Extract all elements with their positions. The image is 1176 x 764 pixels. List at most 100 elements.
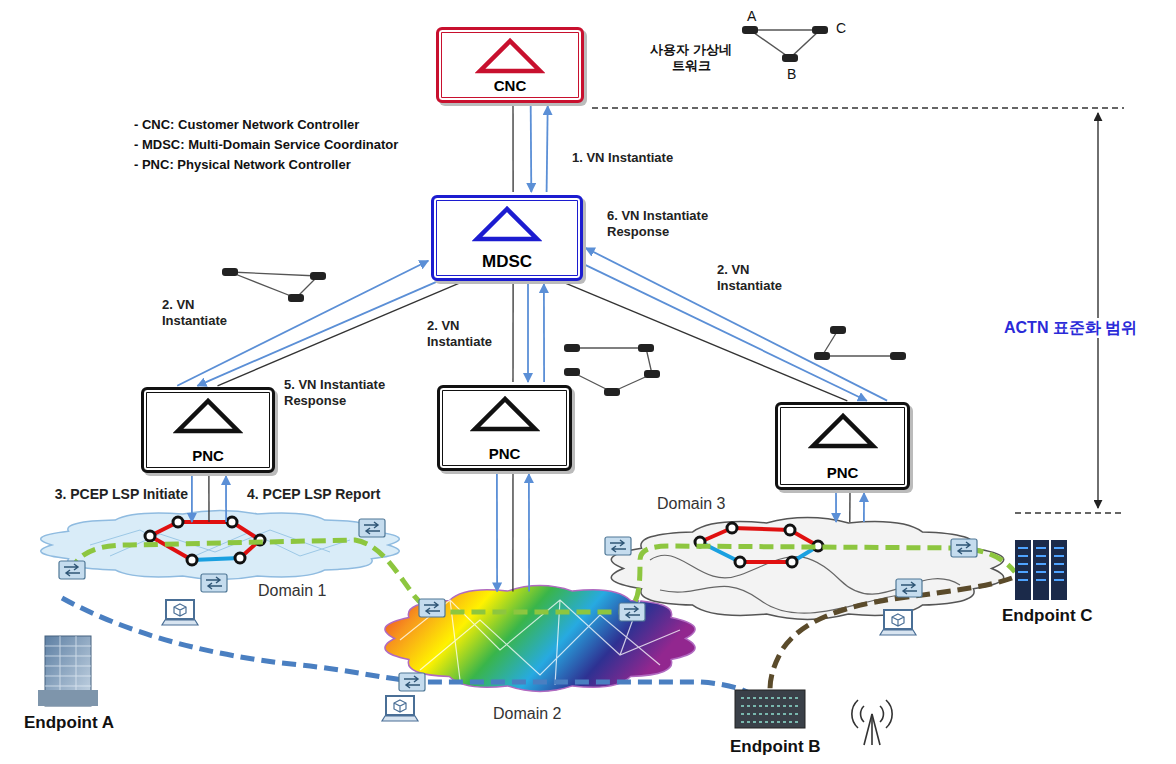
controller-triangle (475, 399, 535, 429)
scope-bracket (1097, 113, 1098, 508)
connector (563, 282, 847, 401)
connector (527, 284, 529, 382)
switch-icon (619, 603, 645, 621)
virtual-network-icon (572, 347, 646, 348)
connector (191, 476, 193, 522)
controller-box: PNC (775, 402, 910, 490)
switch-icon (419, 599, 445, 617)
controller-box: CNC (436, 27, 584, 103)
text-label: ACTN 표준화 범위 (1002, 318, 1139, 338)
domain-network (192, 558, 240, 560)
cloud-outline (385, 586, 695, 692)
connector (547, 106, 548, 192)
switch-icon (399, 673, 425, 691)
connector (225, 476, 227, 522)
text-label: B (785, 66, 798, 84)
step-label: 2. VN Instantiate (715, 262, 799, 295)
cloud-outline (375, 580, 705, 725)
node-label: CNC (494, 77, 527, 94)
domain-network (727, 523, 737, 533)
domain-network (145, 531, 155, 541)
antenna-icon (852, 700, 892, 745)
virtual-network-icon (604, 388, 620, 396)
laptop-icon (880, 610, 916, 635)
domain-network (173, 517, 183, 527)
controller-triangle (475, 36, 545, 76)
virtual-network-icon (812, 26, 828, 34)
virtual-network-icon (742, 26, 828, 62)
controller-box: MDSC (431, 195, 583, 281)
building-icon (38, 690, 98, 706)
scope-bracket (592, 107, 1124, 109)
controller-triangle (470, 394, 540, 434)
node-label: MDSC (482, 252, 532, 272)
virtual-network-icon (890, 352, 906, 360)
virtual-network-icon (782, 54, 798, 62)
connector (530, 106, 532, 192)
antenna-icon (852, 700, 892, 728)
scope-bracket (1015, 512, 1124, 514)
server-icon (1015, 540, 1067, 600)
controller-triangle (178, 401, 238, 431)
domain-network (187, 555, 197, 565)
step-label: 6. VN Instantiate Response (605, 208, 734, 241)
virtual-network-icon (564, 344, 580, 352)
text-label: Endpoint A (22, 712, 116, 733)
virtual-network-icon (814, 326, 906, 360)
text-label: - CNC: Customer Network Controller (132, 117, 361, 133)
connector (586, 248, 887, 401)
domain-network (235, 553, 245, 563)
step-label: 2. VN Instantiate (425, 318, 509, 351)
virtual-network-icon (742, 26, 828, 62)
virtual-network-icon (814, 326, 906, 360)
step-label: 1. VN Instantiate (570, 150, 675, 166)
text-label: Endpoint C (1000, 605, 1095, 626)
virtual-network-icon (310, 272, 326, 280)
connector (849, 493, 851, 522)
datacenter-icon (741, 698, 799, 722)
text-label: C (834, 20, 848, 38)
domain-label: Domain 3 (657, 495, 725, 513)
switch-icon (201, 574, 227, 592)
virtual-network-icon (230, 272, 318, 276)
virtual-network-icon (564, 344, 660, 396)
node-label: PNC (827, 464, 859, 481)
controller-box: PNC (437, 385, 572, 471)
switch-icon (359, 519, 385, 537)
domain-network (735, 557, 745, 567)
virtual-network-icon (564, 368, 580, 376)
switch-icon (59, 561, 85, 579)
virtual-network-icon (564, 344, 660, 396)
text-label: A (745, 8, 758, 26)
domain-network (732, 528, 790, 530)
connector (512, 474, 513, 592)
connector (496, 474, 498, 592)
controller-box: PNC (141, 387, 275, 473)
virtual-network-icon (644, 370, 660, 378)
cloud-outline (611, 518, 1003, 620)
step-label: 5. VN Instantiate Response (282, 377, 411, 410)
virtual-network-icon (288, 294, 304, 302)
controller-triangle (813, 416, 873, 446)
domain-network (227, 517, 237, 527)
domain-cloud: Domain 2 (375, 580, 705, 725)
controller-triangle (173, 396, 243, 436)
domain-network (740, 560, 792, 564)
virtual-network-icon (750, 29, 820, 31)
building-icon (38, 636, 98, 706)
text-label: - PNC: Physical Network Controller (132, 157, 353, 173)
virtual-network-icon (222, 268, 238, 276)
text-label: - MDSC: Multi-Domain Service Coordinator (132, 137, 400, 153)
virtual-network-icon (750, 30, 820, 58)
antenna-icon (864, 714, 880, 745)
datacenter-icon (735, 690, 805, 728)
cloud-outline (30, 500, 410, 600)
controller-triangle (480, 41, 540, 71)
cloud-outline (41, 510, 400, 579)
domain-cloud: Domain 1 (30, 500, 410, 600)
laptop-icon (162, 600, 198, 625)
virtual-network-icon (230, 272, 296, 298)
